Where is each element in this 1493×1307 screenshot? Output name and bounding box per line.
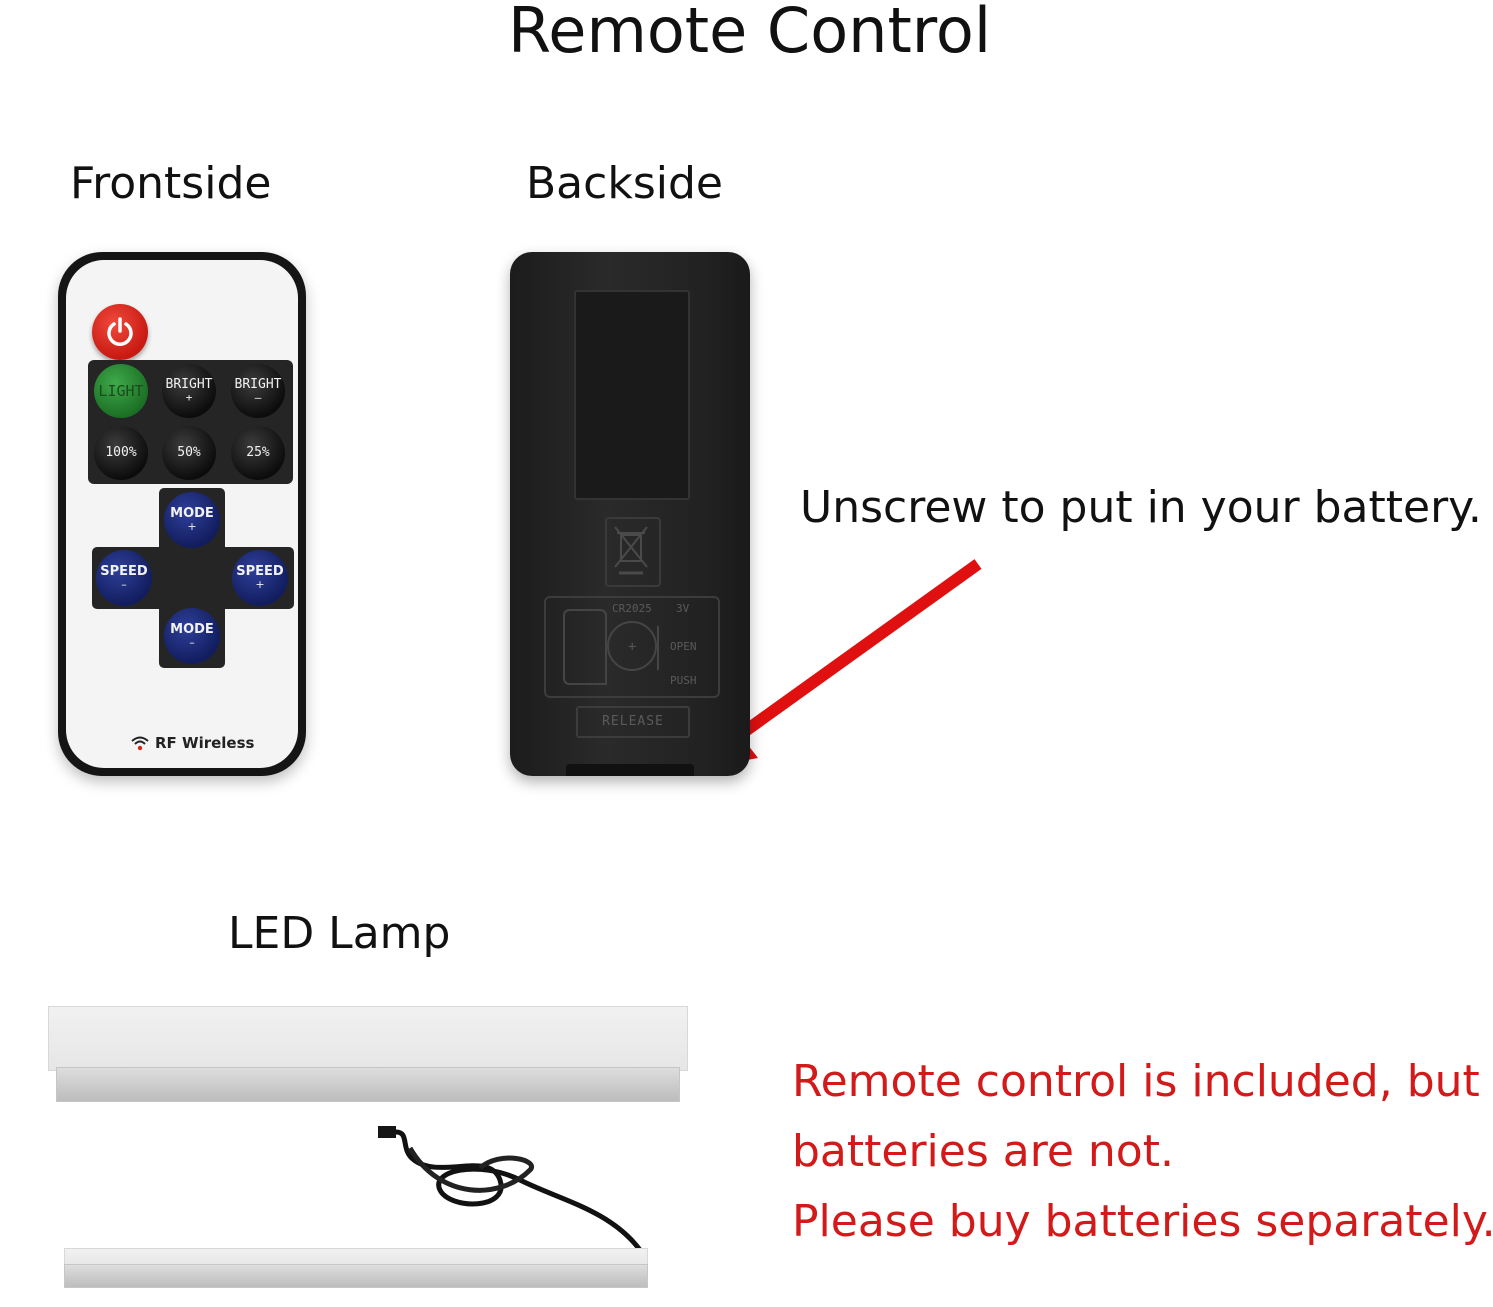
led-lamp-bar-top [48, 1006, 688, 1102]
recycle-bin-icon [605, 517, 661, 587]
bright-plus-label: BRIGHT [165, 376, 213, 392]
speed-plus-button[interactable]: SPEED + [232, 550, 288, 606]
brightness-100-label: 100% [105, 444, 137, 460]
speed-plus-label: SPEED [236, 564, 284, 580]
bright-plus-button[interactable]: BRIGHT + [162, 364, 216, 418]
remote-backside: CR2025 3V + OPEN PUSH RELEASE [510, 252, 750, 776]
voltage-text: 3V [676, 602, 690, 615]
open-text: OPEN [670, 640, 697, 653]
battery-door[interactable]: CR2025 3V + OPEN PUSH [544, 596, 720, 698]
backside-label: Backside [526, 158, 723, 209]
remote-frontside: LIGHT BRIGHT + BRIGHT – 100% 50% 25% MO [58, 252, 306, 776]
led-lamp-label: LED Lamp [228, 908, 451, 959]
battery-notch [566, 764, 694, 776]
brightness-50-button[interactable]: 50% [162, 426, 216, 480]
speed-minus-label: SPEED [100, 564, 148, 580]
release-latch[interactable]: RELEASE [576, 706, 690, 738]
lamp-bottom-face [56, 1067, 680, 1102]
power-button[interactable] [92, 304, 148, 360]
svg-text:+: + [628, 639, 636, 655]
battery-note: Unscrew to put in your battery. [800, 482, 1482, 533]
bright-minus-label: BRIGHT [234, 376, 282, 392]
button-panel: LIGHT BRIGHT + BRIGHT – 100% 50% 25% [88, 360, 293, 484]
brightness-25-button[interactable]: 25% [231, 426, 285, 480]
release-text: RELEASE [602, 714, 664, 729]
notice-line-2: batteries are not. [792, 1126, 1174, 1177]
lamp2-bottom-face [64, 1264, 648, 1288]
light-button-label: LIGHT [98, 381, 144, 400]
notice-line-1: Remote control is included, but [792, 1056, 1480, 1107]
mode-minus-label: MODE [170, 622, 214, 638]
bright-minus-button[interactable]: BRIGHT – [231, 364, 285, 418]
frontside-label: Frontside [70, 158, 272, 209]
battery-diagram-icon: + [563, 609, 659, 685]
wifi-icon [131, 736, 149, 751]
back-label-window [574, 290, 690, 500]
brightness-100-button[interactable]: 100% [94, 426, 148, 480]
bright-minus-sign: – [254, 391, 262, 405]
rf-wireless-label: RF Wireless [130, 734, 254, 752]
speed-minus-button[interactable]: SPEED – [96, 550, 152, 606]
mode-plus-button[interactable]: MODE + [164, 492, 220, 548]
power-icon [107, 317, 133, 346]
page-title: Remote Control [508, 0, 992, 67]
speed-plus-sign: + [255, 578, 265, 592]
rf-wireless-text: RF Wireless [155, 734, 255, 752]
brightness-25-label: 25% [246, 444, 270, 460]
speed-minus-sign: – [121, 578, 127, 592]
push-text: PUSH [670, 674, 697, 687]
lamp-top-face [48, 1006, 688, 1072]
mode-plus-sign: + [187, 520, 197, 534]
battery-type-text: CR2025 [612, 602, 652, 615]
mode-plus-label: MODE [170, 506, 214, 522]
mode-minus-sign: – [189, 636, 195, 650]
brightness-50-label: 50% [177, 444, 201, 460]
bright-plus-sign: + [185, 391, 193, 405]
power-cable-icon [378, 1126, 642, 1252]
mode-minus-button[interactable]: MODE – [164, 608, 220, 664]
light-button[interactable]: LIGHT [94, 364, 148, 418]
notice-line-3: Please buy batteries separately. [792, 1196, 1493, 1247]
led-lamp-bar-bottom [64, 1248, 648, 1288]
